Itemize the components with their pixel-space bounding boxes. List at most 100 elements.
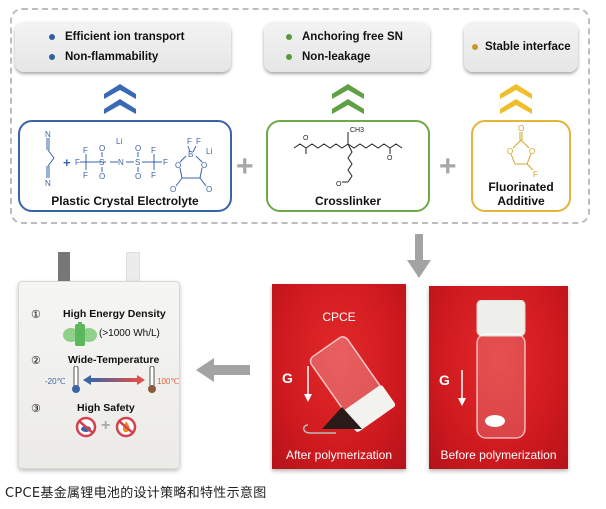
- chem-atom: F: [83, 171, 88, 180]
- crosslinker-box: CH3 O O O Crosslinker: [266, 120, 430, 212]
- chem-atom: B: [188, 150, 193, 159]
- chem-atom: N: [118, 158, 124, 167]
- low-temperature-label: -20℃: [45, 377, 66, 386]
- arrow-left-icon: [196, 358, 250, 382]
- gravity-arrow-icon: [458, 370, 466, 406]
- design-strategy-frame: [10, 8, 590, 224]
- component-label: Fluorinated Additive: [473, 180, 569, 208]
- after-polymerization-photo: CPCE G After polymerization: [272, 284, 406, 469]
- component-label: Plastic Crystal Electrolyte: [51, 194, 199, 208]
- before-polymerization-photo: G Before polymerization: [429, 286, 568, 469]
- chem-atom: S: [135, 158, 140, 167]
- property-text: Stable interface: [485, 41, 571, 53]
- double-chevron-up-yellow-icon: [500, 84, 532, 114]
- gravity-arrow-icon: [304, 366, 312, 402]
- chem-group: CH3: [350, 127, 364, 134]
- crosslinker-structure-diagram: CH3 O O O: [293, 127, 403, 188]
- property-text: Efficient ion transport: [65, 31, 185, 43]
- feature-title: High Safety: [77, 402, 135, 414]
- chem-atom: F: [151, 171, 156, 180]
- battery-pouch-cell: ① High Energy Density (>1000 Wh/L) ② Wid…: [18, 281, 180, 469]
- high-temperature-label: 100℃: [157, 377, 180, 386]
- chem-atom: O: [99, 144, 105, 153]
- property-item: Anchoring free SN: [264, 27, 430, 47]
- chem-atom: O: [387, 155, 393, 162]
- chem-atom: F: [196, 137, 201, 146]
- chem-atom: O: [201, 161, 207, 170]
- property-item: Efficient ion transport: [15, 27, 231, 47]
- component-label: Crosslinker: [314, 194, 382, 208]
- crosslinker-properties-box: Anchoring free SN Non-leakage: [264, 22, 430, 72]
- property-item: Non-flammability: [15, 47, 231, 67]
- figure-caption: CPCE基金属锂电池的设计策略和特性示意图: [5, 486, 267, 501]
- chem-atom: F: [75, 158, 80, 167]
- gravity-label: G: [439, 372, 450, 388]
- upright-vial-image: [476, 300, 526, 439]
- chem-atom: O: [135, 144, 141, 153]
- arrow-down-icon: [407, 234, 431, 278]
- chem-atom: F: [83, 146, 88, 155]
- plus-icon: +: [101, 417, 111, 434]
- electrolyte-properties-box: Efficient ion transport Non-flammability: [15, 22, 231, 72]
- property-text: Anchoring free SN: [302, 31, 403, 43]
- battery-positive-tab: [126, 252, 140, 284]
- plastic-crystal-electrolyte-box: N N Li F F F S O O N S O O F F F F F B L…: [18, 120, 232, 212]
- bullet-icon: [49, 34, 55, 40]
- temperature-range-arrow-icon: [83, 375, 145, 385]
- gravity-label: G: [282, 370, 293, 386]
- inverted-vial-image: [303, 336, 396, 434]
- cpce-label: CPCE: [322, 310, 356, 324]
- feature-title: Wide-Temperature: [68, 354, 160, 366]
- chem-atom: O: [175, 161, 181, 170]
- feature-index: ③: [31, 403, 41, 415]
- chem-atom: O: [507, 147, 513, 156]
- chem-atom: F: [533, 170, 538, 179]
- plus-icon: +: [439, 150, 457, 183]
- chem-atom: N: [45, 130, 51, 139]
- chem-atom: O: [336, 181, 342, 188]
- feature-index: ②: [31, 355, 41, 367]
- chem-atom: O: [99, 172, 105, 181]
- chem-atom: O: [303, 135, 309, 142]
- component-label-line: Fluorinated: [488, 180, 554, 194]
- feature-title: High Energy Density: [63, 308, 166, 320]
- additive-properties-box: Stable interface: [464, 22, 578, 72]
- bullet-icon: [286, 54, 292, 60]
- chem-atom: N: [45, 179, 51, 188]
- chem-atom: O: [206, 185, 212, 194]
- no-fire-icon: [115, 416, 137, 438]
- fec-structure-diagram: O O O F: [507, 124, 538, 179]
- chem-atom: O: [518, 124, 524, 133]
- property-item: Non-leakage: [264, 47, 430, 67]
- fluorinated-additive-box: O O O F Fluorinated Additive: [471, 120, 571, 212]
- battery-negative-tab: [58, 252, 70, 282]
- no-leakage-icon: [75, 416, 97, 438]
- chem-atom: F: [151, 146, 156, 155]
- chem-atom: F: [187, 137, 192, 146]
- electrolyte-structures-diagram: N N Li F F F S O O N S O O F F F F F B L…: [45, 130, 212, 194]
- chem-atom: O: [529, 147, 535, 156]
- after-polymerization-label: After polymerization: [285, 448, 393, 462]
- svg-text:+: +: [63, 155, 71, 170]
- property-text: Non-flammability: [65, 51, 159, 63]
- feature-index: ①: [31, 309, 41, 321]
- before-polymerization-label: Before polymerization: [440, 448, 557, 462]
- chem-atom: Li: [116, 137, 122, 146]
- energy-battery-icon: [63, 322, 97, 346]
- bullet-icon: [49, 54, 55, 60]
- bullet-icon: [472, 44, 478, 50]
- component-label-line: Additive: [497, 194, 545, 208]
- double-chevron-up-blue-icon: [104, 84, 136, 114]
- chem-atom: F: [163, 158, 168, 167]
- thermometer-cold-icon: [72, 366, 80, 393]
- chem-atom: Li: [206, 147, 212, 156]
- plus-icon: +: [236, 150, 254, 183]
- energy-density-value: (>1000 Wh/L): [99, 328, 160, 339]
- chem-atom: S: [99, 158, 104, 167]
- property-text: Non-leakage: [302, 51, 371, 63]
- thermometer-hot-icon: [148, 366, 156, 393]
- bullet-icon: [286, 34, 292, 40]
- chem-atom: O: [135, 172, 141, 181]
- double-chevron-up-green-icon: [332, 84, 364, 114]
- chem-atom: O: [170, 185, 176, 194]
